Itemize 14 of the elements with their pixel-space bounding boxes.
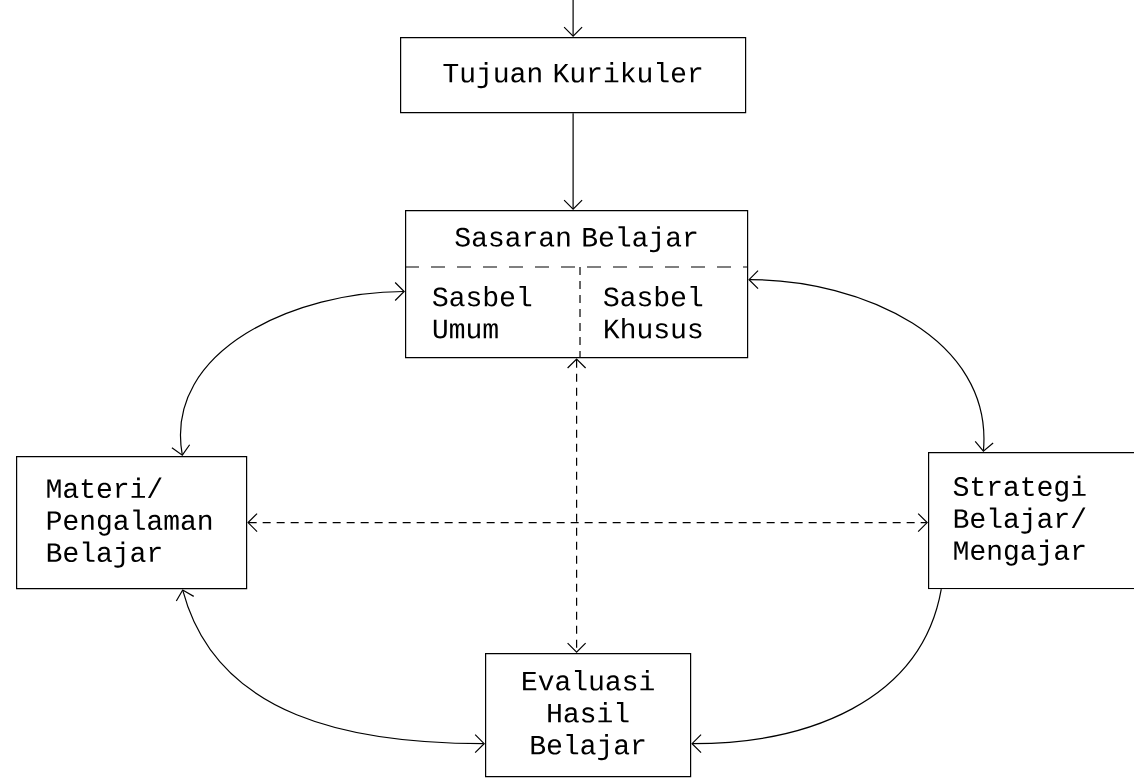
arrow <box>175 589 485 754</box>
arrow <box>563 112 583 210</box>
process-box: Strategi Belajar/ Mengajar <box>928 452 1134 590</box>
arrow <box>247 513 928 533</box>
process-box: Evaluasi Hasil Belajar <box>485 653 692 778</box>
arrow <box>171 281 405 456</box>
arrow <box>691 588 942 754</box>
arrow <box>563 0 583 37</box>
box-section: Sasbel Khusus <box>604 285 703 339</box>
process-box: Materi/ Pengalaman Belajar <box>16 456 248 590</box>
arrow <box>567 358 587 653</box>
box-section: Sasbel Umum <box>433 285 532 339</box>
arrow <box>748 270 994 452</box>
process-box: Tujuan Kurikuler <box>400 37 747 114</box>
